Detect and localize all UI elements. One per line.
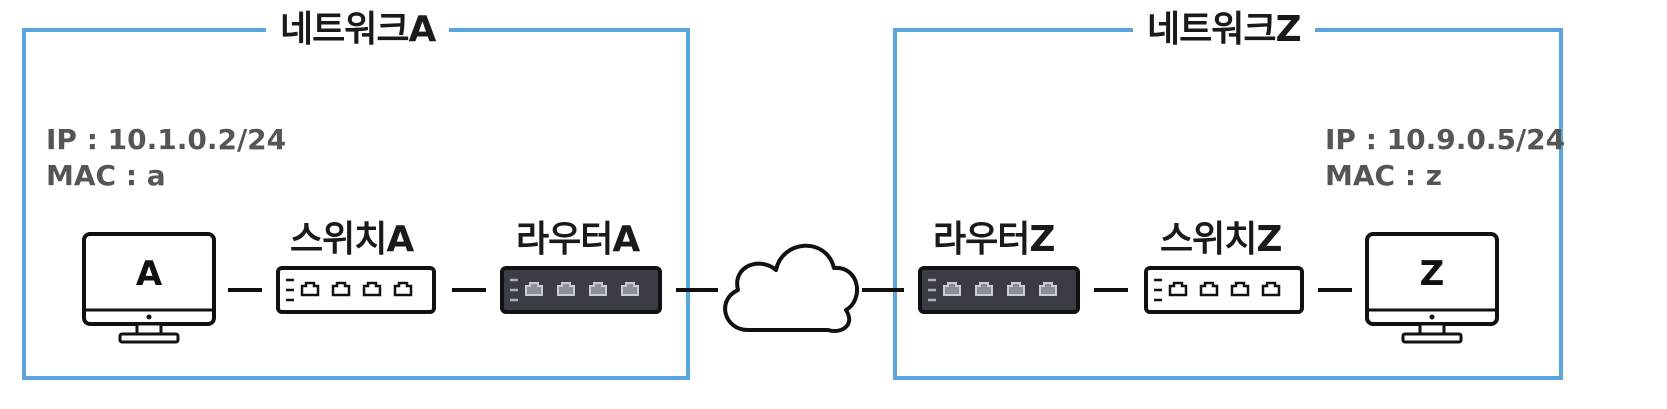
router-a-label: 라우터A [516, 219, 640, 260]
host-z-label: Z [1420, 254, 1445, 294]
switch-a-icon [276, 266, 436, 314]
router-a-icon [500, 266, 662, 314]
host-a-monitor-icon: A [82, 232, 216, 344]
network-a-box: 네트워크A [22, 6, 690, 380]
network-z-title: 네트워크Z [1133, 6, 1315, 54]
router-z-label: 라우터Z [933, 219, 1055, 260]
host-a-label: A [136, 254, 163, 294]
switch-z-label: 스위치Z [1160, 219, 1282, 260]
host-a-mac: MAC : a [46, 159, 166, 192]
router-z-icon [918, 266, 1080, 314]
host-z-monitor-icon: Z [1365, 232, 1499, 344]
switch-a-label: 스위치A [290, 219, 414, 260]
host-a-ip: IP : 10.1.0.2/24 [46, 123, 287, 156]
host-z-ip: IP : 10.9.0.5/24 [1325, 123, 1566, 156]
host-z-mac: MAC : z [1325, 159, 1443, 192]
network-a-title: 네트워크A [266, 6, 450, 54]
cloud-icon [723, 243, 859, 333]
network-z-box: 네트워크Z [893, 6, 1563, 380]
switch-z-icon [1144, 266, 1304, 314]
